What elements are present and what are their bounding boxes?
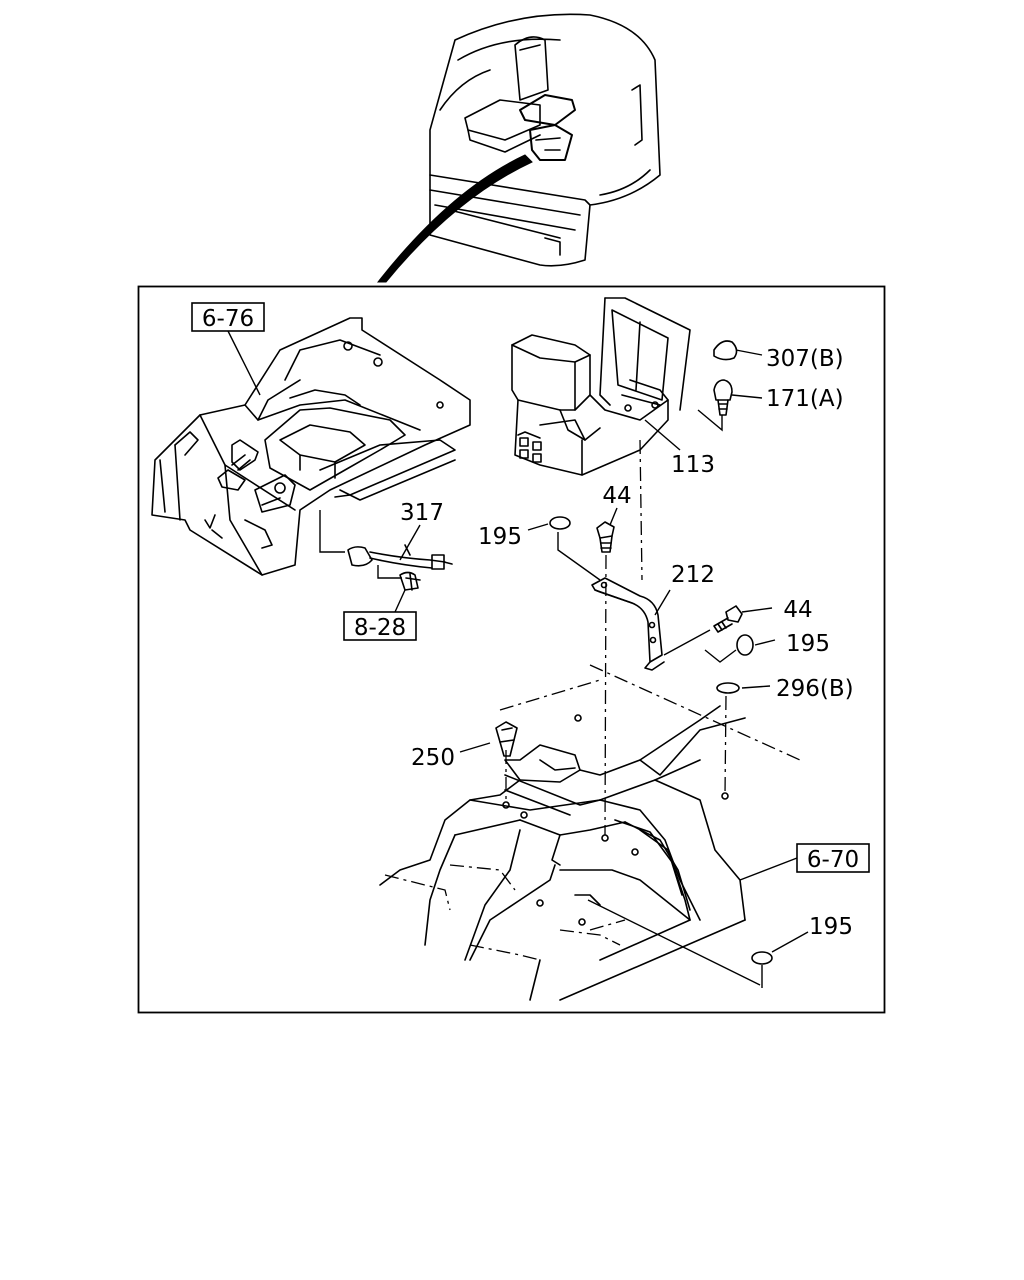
part-195-washer-bottom: 195	[751, 914, 853, 988]
label-296b: 296(B)	[776, 676, 854, 702]
label-317: 317	[400, 500, 444, 526]
label-195-bottom: 195	[809, 914, 853, 940]
guide-line-44	[604, 554, 607, 836]
console-housing	[151, 317, 471, 576]
label-44-right: 44	[783, 597, 812, 623]
guide-line-113	[639, 439, 643, 581]
ref-6-70-label: 6-70	[807, 847, 859, 873]
part-44-bolt-right: 44	[663, 597, 813, 656]
ref-6-76: 6-76	[191, 302, 265, 396]
part-44-bolt-top: 44	[596, 483, 632, 553]
label-307b: 307(B)	[766, 346, 844, 372]
label-113: 113	[671, 452, 715, 478]
label-44-top: 44	[602, 483, 631, 509]
label-195-left: 195	[478, 524, 522, 550]
part-195-washer-right: 195	[704, 631, 830, 663]
label-195-right: 195	[786, 631, 830, 657]
part-307b-cap: 307(B)	[713, 340, 844, 372]
ref-6-76-label: 6-76	[202, 306, 254, 332]
ref-8-28-label: 8-28	[354, 615, 406, 641]
part-250-clip: 250	[411, 721, 518, 771]
cab-overview	[376, 13, 661, 283]
part-317-harness: 317	[319, 500, 453, 591]
part-296b-washer: 296(B)	[716, 676, 854, 796]
part-171a-screw: 171(A)	[697, 379, 844, 432]
ref-6-70: 6-70	[739, 843, 870, 881]
detail-frame	[137, 285, 886, 1014]
floor-tunnel	[379, 664, 801, 1001]
label-212: 212	[671, 562, 715, 588]
part-113-box: 113	[511, 297, 715, 478]
part-195-washer-left: 195	[478, 516, 601, 581]
label-171a: 171(A)	[766, 386, 844, 412]
label-250: 250	[411, 745, 455, 771]
ref-8-28: 8-28	[343, 589, 417, 641]
part-212-bracket: 212	[591, 562, 715, 671]
